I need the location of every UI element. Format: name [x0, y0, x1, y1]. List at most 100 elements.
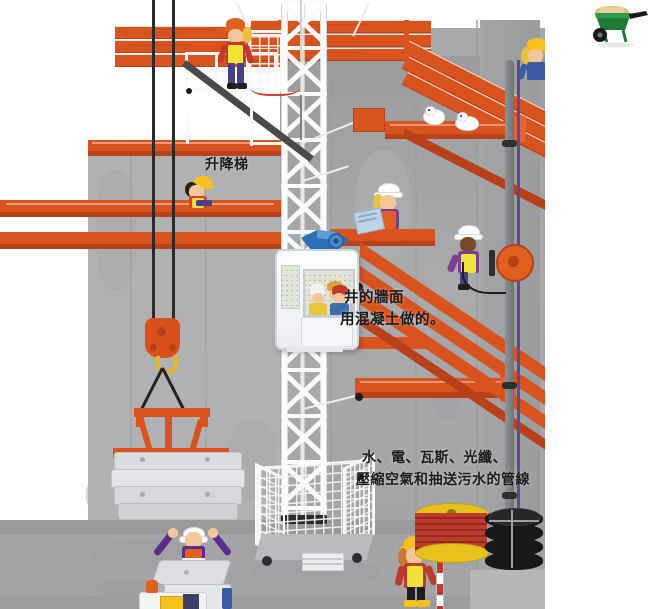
hand-left [168, 528, 178, 538]
utility-riser-pipe [505, 60, 514, 609]
guard-top-a [248, 30, 282, 33]
head [185, 532, 202, 548]
passenger-1-face [312, 293, 324, 304]
plank-grain-2 [130, 45, 190, 46]
cab-side-mesh [281, 265, 300, 309]
beam-left-low-shadow [0, 244, 281, 249]
lift-frame-lug-r [200, 417, 208, 427]
hair-brown [398, 548, 408, 566]
beam-lower-shadow [355, 392, 505, 398]
boot-right [237, 83, 247, 89]
hook-block-bolt-2 [169, 344, 176, 351]
concrete-segment-stack [110, 452, 245, 520]
scene-illustration [0, 0, 545, 609]
cable-spool-hub [447, 509, 456, 516]
hair-blonde [373, 194, 383, 211]
plank-grain-3 [300, 24, 370, 25]
left-margin [0, 0, 88, 609]
label-wall-line2: 用混凝土做的。 [340, 312, 445, 328]
hair-blonde [242, 27, 252, 43]
segment-bolt-4 [205, 492, 210, 497]
platform-pivot [186, 88, 192, 94]
floor-front-edge [0, 596, 545, 609]
beam-seagull-highlight [390, 124, 510, 126]
tower-brace-9 [281, 414, 327, 460]
coil-strap-v [511, 510, 513, 568]
leg-right [237, 63, 244, 85]
top-stair-stringer [404, 128, 545, 220]
figure-worker-top-right [517, 38, 545, 86]
shirt-blue [527, 62, 545, 80]
figure-worker-stairs-top [216, 18, 255, 92]
coil-strap-h [489, 520, 539, 522]
beam-left-upper-shadow [88, 151, 281, 156]
beam-left-mid-shadow [0, 212, 281, 217]
platform-post-3 [246, 52, 249, 90]
tower-brace-0 [281, 0, 327, 46]
segment-bolt-2 [205, 457, 210, 462]
hose-reel-hub [508, 256, 519, 267]
head [380, 195, 396, 210]
plank-grain-1 [160, 29, 212, 30]
platform-deck [183, 88, 279, 92]
platform-post-1 [185, 52, 188, 90]
worker-hose [250, 76, 300, 96]
coil-ring-4 [485, 552, 543, 570]
coil-ring-3 [485, 538, 543, 556]
worker-tool-drill [196, 200, 212, 206]
right-margin-top-mask [545, 0, 590, 55]
boot-left [227, 83, 237, 89]
beam-seagull-shadow [385, 134, 515, 139]
passenger-2-face [333, 293, 345, 304]
hand-right [208, 528, 218, 538]
cable-spool-bottom-flange [415, 543, 489, 563]
wall-utility-box [353, 108, 385, 132]
riser-clamp-4 [502, 492, 517, 499]
wall-seam-6 [205, 150, 207, 520]
beam-lower-highlight [360, 381, 500, 383]
riser-clamp-1 [502, 140, 517, 147]
platform-post-2 [215, 52, 218, 90]
wheelbarrow-shape [593, 6, 648, 48]
leg-left [407, 587, 415, 604]
label-lift: 升降梯 [205, 157, 249, 173]
hook-block-bolt-1 [150, 344, 157, 351]
head [189, 185, 204, 199]
wall-stain-1 [96, 170, 136, 290]
floor-pipe-bolt [184, 570, 189, 575]
tie-anchor-3 [355, 393, 363, 401]
elevator-motor [297, 228, 353, 254]
vehicle-panel [160, 596, 184, 609]
hose-line [462, 262, 506, 294]
safety-vest [228, 45, 243, 64]
mast-stay-1 [300, 0, 302, 60]
hook-block [145, 318, 180, 358]
beam-mid-right-shadow [330, 241, 435, 246]
hook-block-sheave [157, 327, 166, 336]
cab-handle[interactable] [350, 303, 353, 313]
seagull-1-eye [428, 109, 430, 111]
coil-ring-2 [485, 524, 543, 542]
safety-vest [407, 566, 423, 587]
tower-brace-4 [281, 184, 327, 230]
leg-right [417, 587, 425, 604]
concrete-segment-4 [118, 503, 238, 520]
motor-shape [301, 230, 349, 250]
tower-brace-2 [281, 92, 327, 138]
crane-cable-left [152, 0, 155, 322]
beam-left-mid [0, 200, 281, 212]
right-margin-mask [545, 55, 655, 609]
hair-blonde [521, 48, 531, 64]
beam-left-low [0, 232, 281, 244]
wall-conduit-1 [300, 95, 302, 140]
head [228, 29, 243, 43]
label-utilities-line2: 壓縮空氣和抽送污水的管線 [356, 472, 530, 488]
passenger-1-body [309, 303, 327, 315]
passenger-2-cap [332, 285, 348, 295]
coil-top [489, 508, 541, 526]
coiled-pipe-stack [485, 508, 543, 570]
label-wall-line1: 井的牆面 [344, 290, 404, 306]
elevator-cab[interactable] [275, 249, 359, 350]
lift-frame-post-c [165, 416, 172, 450]
